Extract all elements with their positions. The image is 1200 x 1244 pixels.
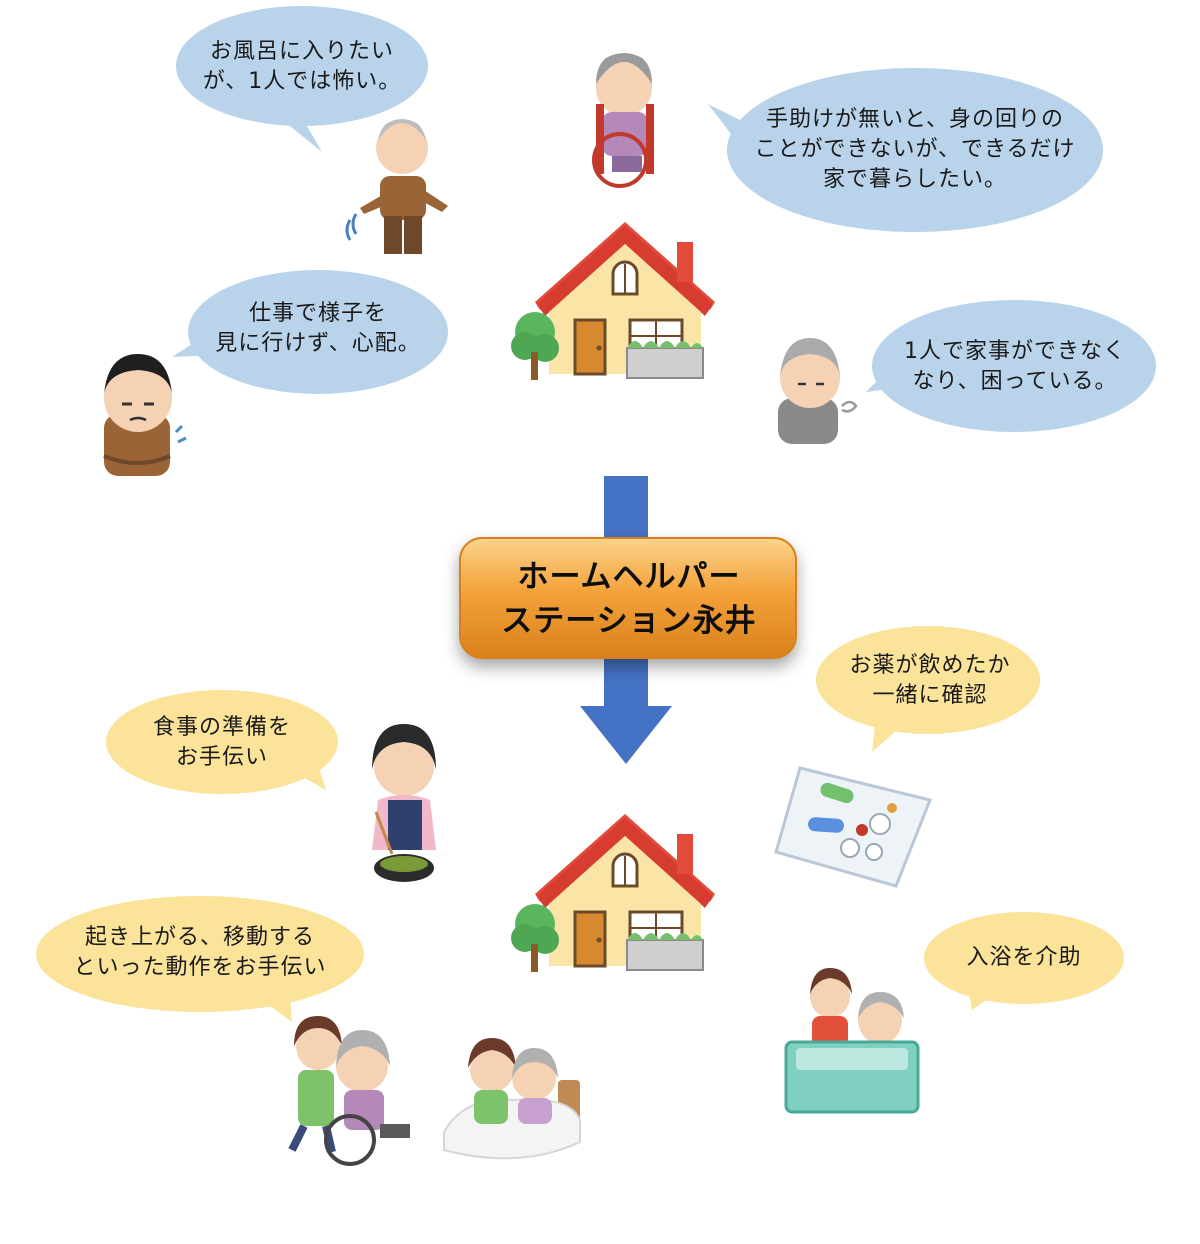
- down-arrow-upper: [604, 476, 648, 546]
- service-text-bathing: 入浴を介助: [966, 945, 1082, 970]
- concern-text-work: 仕事で様子を 見に行けず、心配。: [215, 301, 421, 356]
- elderly-man-nervous-icon: [345, 119, 448, 254]
- house-icon-bottom: [509, 812, 717, 974]
- woman-cooking-icon: [372, 724, 436, 882]
- caregiver-wheelchair-icon: [288, 1016, 410, 1166]
- concern-bubble-housework: [866, 300, 1156, 432]
- concern-text-home: 手助けが無いと、身の回りの ことができないが、できるだけ 家で暮らしたい。: [754, 107, 1076, 192]
- center-box: [459, 537, 797, 659]
- service-bubble-medicine: [816, 626, 1040, 752]
- service-bubble-meal: [106, 690, 338, 794]
- concern-bubble-bath: [176, 6, 428, 152]
- center-label-line1: ホームヘルパー: [517, 559, 741, 595]
- center-label-line2: ステーション永井: [501, 603, 757, 639]
- medicine-packet-icon: [774, 766, 933, 888]
- down-arrow-lower: [580, 652, 672, 764]
- service-bubble-movement: [36, 896, 364, 1022]
- center-label: ホームヘルパー ステーション永井: [462, 540, 796, 658]
- service-bubble-bathing: [924, 912, 1124, 1010]
- worried-man-icon: [103, 354, 187, 476]
- concern-text-bath: お風呂に入りたい が、1人では怖い。: [202, 39, 402, 94]
- concern-bubble-work: [172, 270, 448, 394]
- elderly-woman-troubled-icon: [778, 338, 858, 444]
- service-text-meal: 食事の準備を お手伝い: [152, 715, 291, 770]
- bathing-assist-icon: [784, 968, 920, 1114]
- elderly-woman-wheelchair-icon: [592, 53, 654, 188]
- caregiver-bed-icon: [443, 1038, 581, 1160]
- house-icon-top: [509, 220, 717, 382]
- service-text-medicine: お薬が飲めたか 一緒に確認: [849, 653, 1011, 708]
- concern-text-housework: 1人で家事ができなく なり、困っている。: [904, 339, 1126, 394]
- concern-bubble-home: [708, 68, 1103, 232]
- service-text-movement: 起き上がる、移動する といった動作をお手伝い: [73, 925, 327, 980]
